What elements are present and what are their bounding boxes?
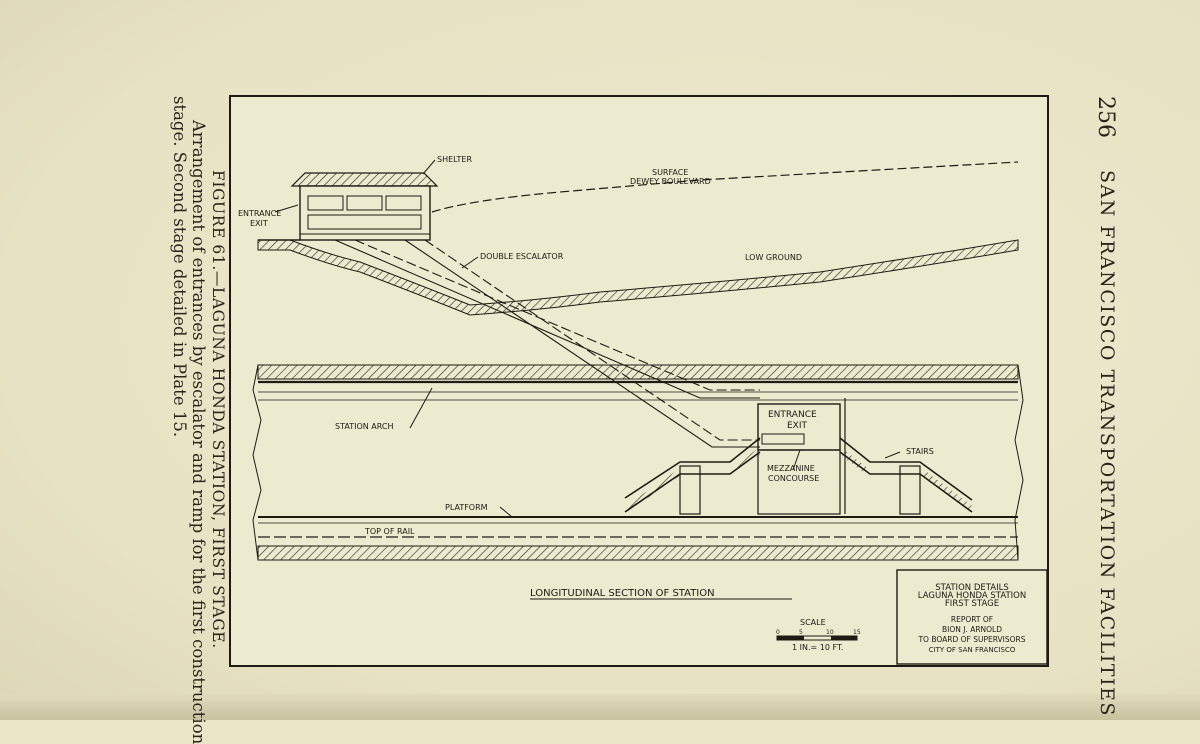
ground-profile [257, 239, 1019, 316]
scale-title: SCALE [800, 618, 826, 627]
break-line-right [1014, 364, 1024, 561]
label-surface: SURFACE [652, 168, 688, 177]
scale-tick: 0 [776, 629, 780, 636]
scale-tick: 10 [826, 629, 834, 636]
shelter-building [290, 172, 439, 241]
label-concourse: CONCOURSE [768, 474, 819, 483]
label-shelter: SHELTER [437, 155, 472, 164]
label-stairs: STAIRS [906, 447, 934, 456]
station-drawing: SHELTER SURFACE DEWEY BOULEVARD ENTRANCE… [229, 95, 1049, 667]
scale-tick: 5 [799, 629, 803, 636]
scale-tick: 15 [853, 629, 861, 636]
label-mezzanine: MEZZANINE [767, 464, 815, 473]
title-block-line: LAGUNA HONDA STATION [918, 591, 1026, 601]
title-block-line: CITY OF SAN FRANCISCO [929, 646, 1016, 654]
title-block-line: BION J. ARNOLD [942, 625, 1002, 634]
title-block-line: REPORT OF [951, 615, 993, 624]
scale-note: 1 IN.= 10 FT. [792, 643, 843, 652]
label-low-ground: LOW GROUND [745, 253, 802, 262]
label-exit-box: EXIT [787, 421, 808, 431]
label-platform: PLATFORM [445, 503, 488, 512]
label-leaders [274, 159, 901, 518]
label-section-title: LONGITUDINAL SECTION OF STATION [530, 588, 715, 599]
page-bottom-shadow [0, 694, 1200, 720]
title-block: STATION DETAILS LAGUNA HONDA STATION FIR… [896, 569, 1048, 665]
station-arch [257, 364, 1019, 401]
label-exit-top: EXIT [250, 219, 268, 228]
label-dewey: DEWEY BOULEVARD [630, 177, 711, 186]
title-block-line: TO BOARD OF SUPERVISORS [917, 635, 1025, 644]
label-entrance-top: ENTRANCE [238, 209, 281, 218]
label-entrance-box: ENTRANCE [768, 410, 817, 420]
break-line-left [252, 364, 262, 561]
label-station-arch: STATION ARCH [335, 422, 394, 431]
track-bed [257, 516, 1019, 561]
scale-bar: SCALE 0 5 10 15 1 IN.= 10 FT. [776, 618, 861, 652]
title-block-line: FIRST STAGE [945, 599, 999, 609]
label-escalator: DOUBLE ESCALATOR [480, 252, 564, 261]
escalator-lines [334, 239, 760, 448]
label-top-of-rail: TOP OF RAIL [364, 527, 415, 536]
stairs [624, 437, 973, 513]
title-block-line: STATION DETAILS [935, 583, 1008, 593]
